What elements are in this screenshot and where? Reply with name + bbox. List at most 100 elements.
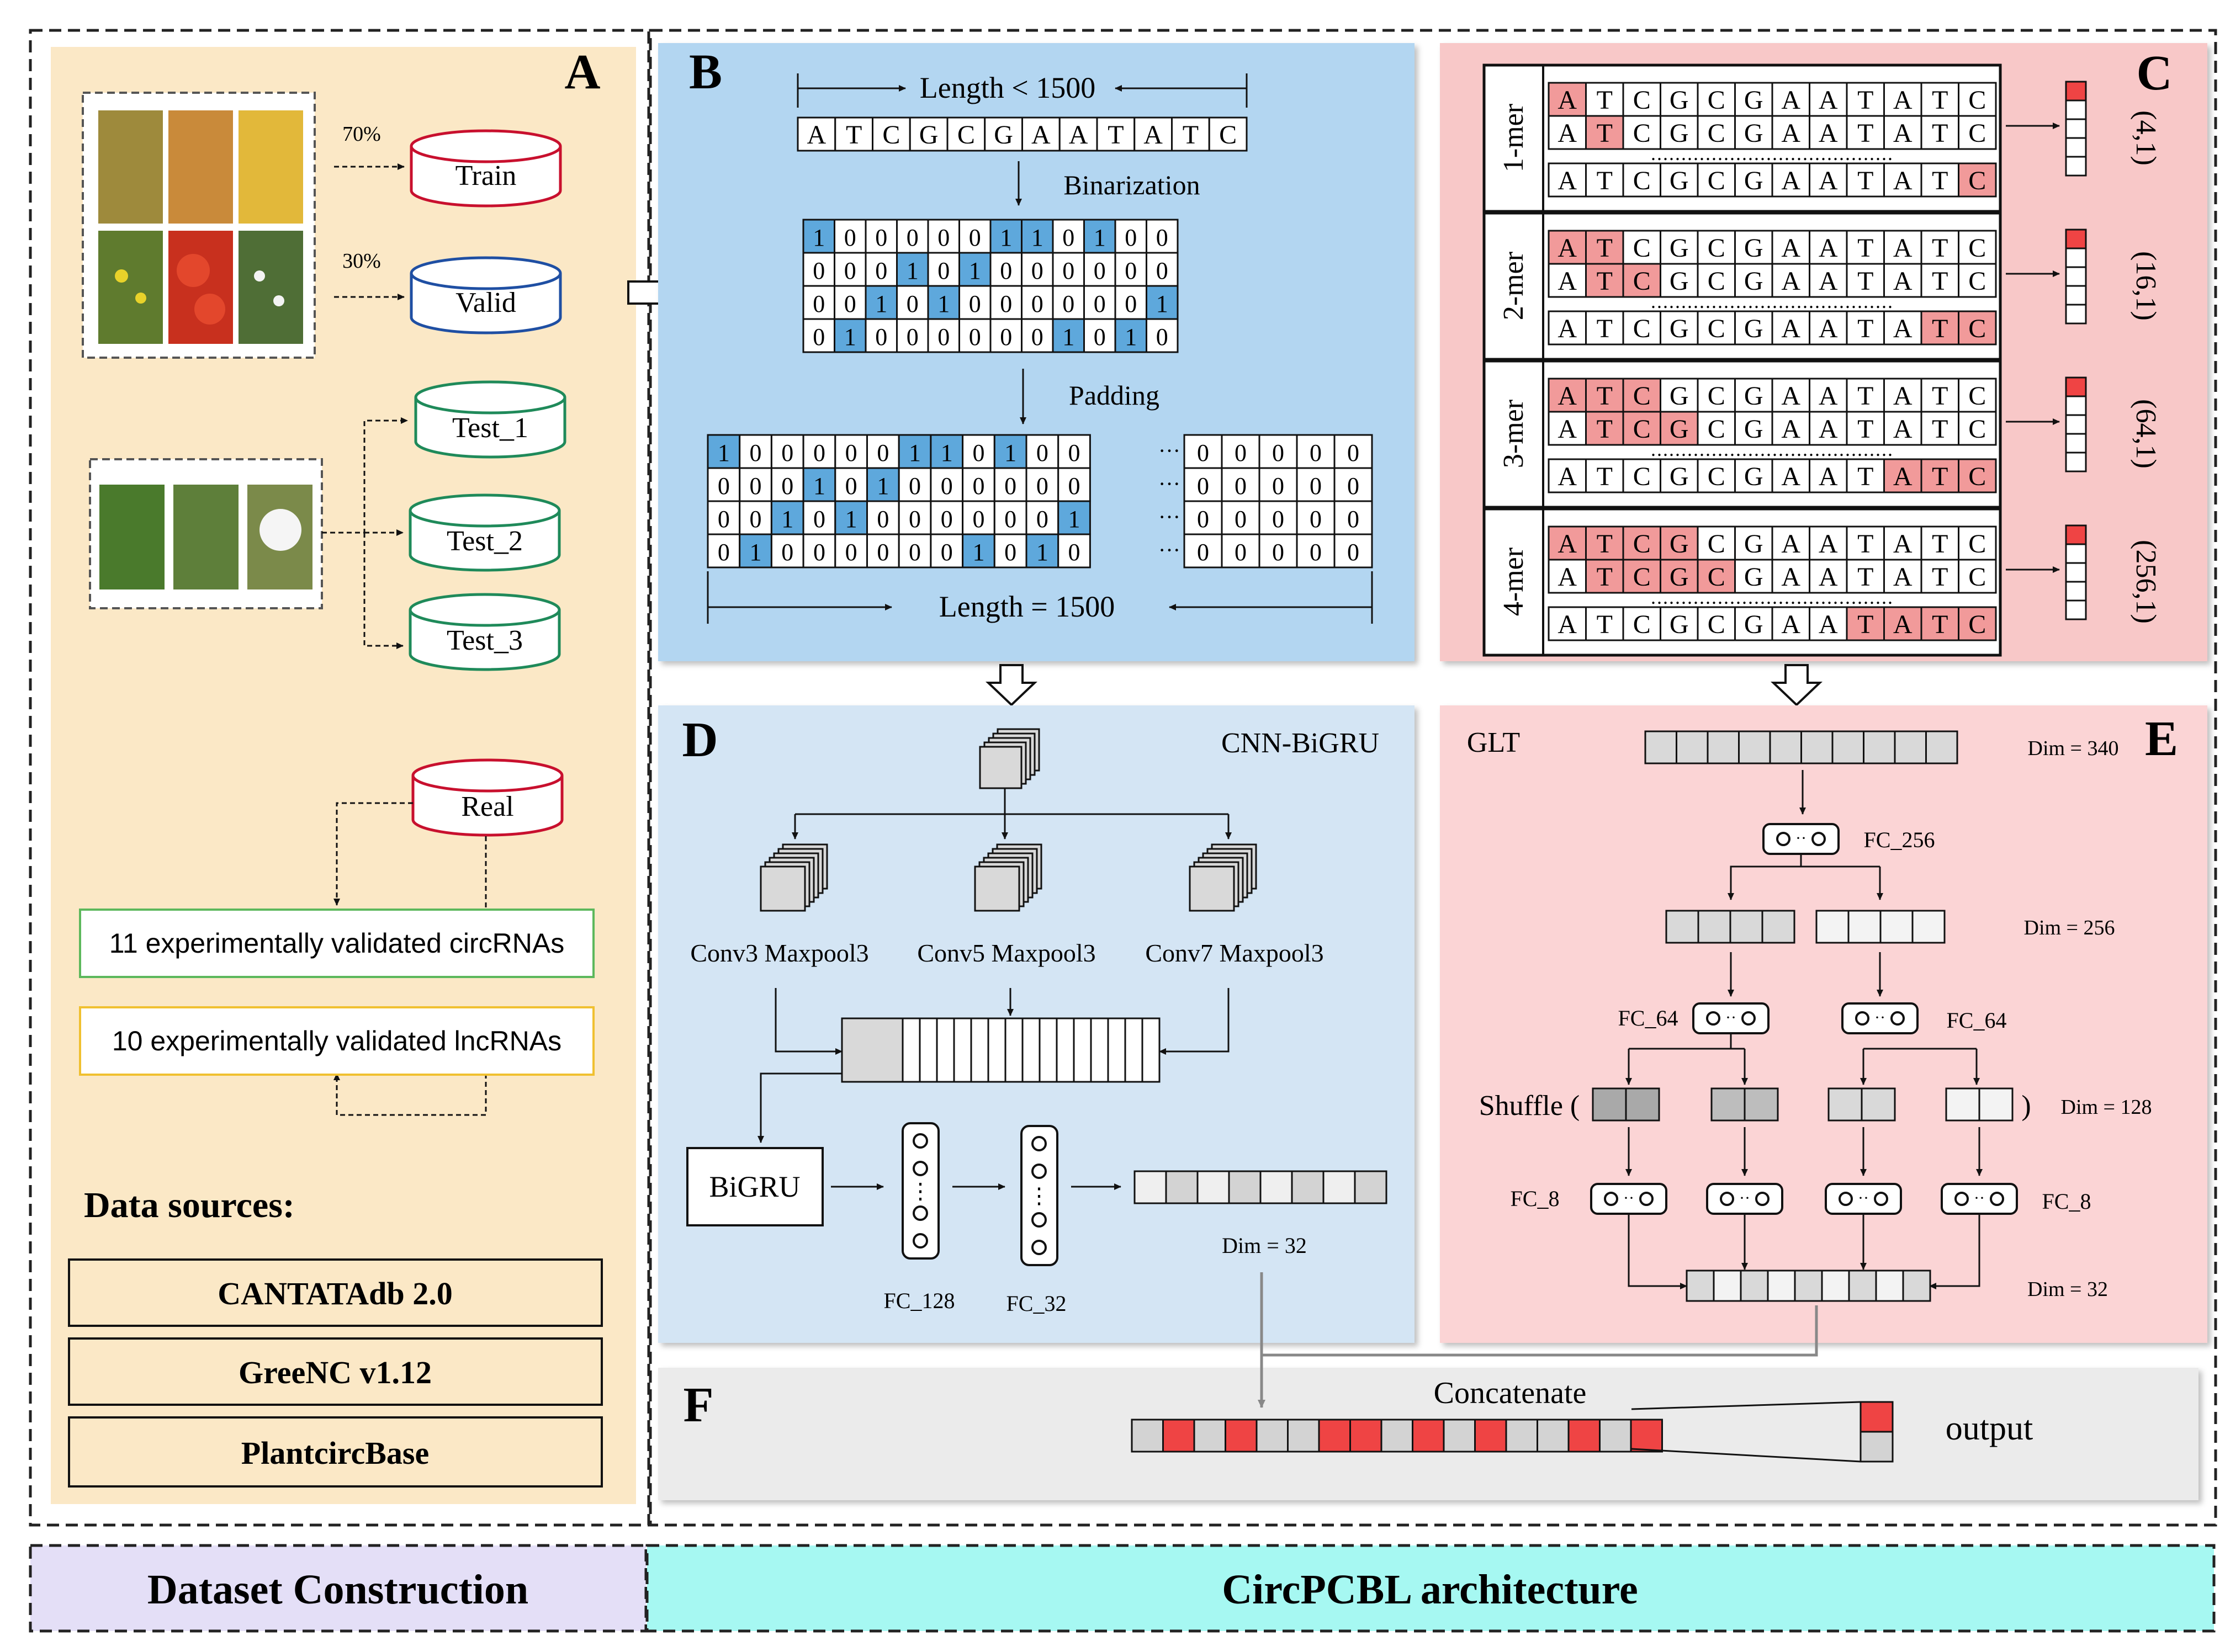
kmer-base-text: C: [1708, 415, 1725, 444]
kmer-base-text: G: [1744, 267, 1763, 296]
kmer-base-text: A: [1819, 233, 1838, 263]
kmer-base: [1622, 263, 1661, 298]
padded-cell-text: 0: [1004, 506, 1016, 533]
padded-cell-text: 0: [1036, 472, 1048, 500]
kmer-base: [1958, 115, 1997, 150]
pad-cell: [1333, 533, 1373, 569]
padded-cell: [962, 533, 995, 569]
cnn-output-cell: [1291, 1170, 1325, 1204]
kmer-base: [1846, 115, 1885, 150]
kmer-vector-cell: [2065, 562, 2087, 583]
onehot-cell: [958, 252, 992, 287]
padded-cell-text: 1: [877, 472, 889, 500]
kmer-base-text: A: [1819, 86, 1838, 115]
concat-cell: [1380, 1419, 1413, 1453]
data-sources-title: Data sources:: [84, 1185, 295, 1225]
circrna-note: 11 experimentally validated circRNAs: [109, 928, 564, 959]
onehot-cell-text: 0: [875, 224, 887, 251]
kmer-base-text: T: [1597, 166, 1613, 195]
kmer-vector-cell: [2065, 266, 2087, 287]
fc-node-dots: ··: [1795, 829, 1807, 847]
padded-cell-text: 0: [750, 439, 762, 466]
cnn-output-cell: [1165, 1170, 1199, 1204]
kmer-base-text: A: [1781, 267, 1800, 296]
source-greenc: GreeNC v1.12: [239, 1354, 432, 1390]
padded-cell: [1057, 434, 1091, 469]
merged-feature-cell: [1141, 1017, 1161, 1083]
kmer-base-text: A: [1781, 314, 1800, 343]
kmer-vector-cell: [2065, 156, 2087, 177]
concat-cell: [1193, 1419, 1226, 1453]
shuffle-label: Shuffle (: [1479, 1090, 1580, 1122]
padded-cell-text: 0: [877, 539, 889, 566]
onehot-cell: [834, 318, 867, 353]
kmer-vector-cell: [2065, 376, 2087, 397]
pad-cell-text: 0: [1347, 439, 1359, 466]
glt-input-cell: [1894, 730, 1927, 764]
onehot-cell: [1021, 318, 1054, 353]
onehot-cell-text: 0: [813, 257, 825, 284]
kmer-base: [1920, 310, 1959, 346]
test3-label: Test_3: [447, 625, 523, 656]
onehot-cell: [1021, 285, 1054, 320]
ellipsis-text: ···: [1158, 538, 1180, 562]
pad-cell: [1333, 434, 1373, 469]
kmer-dots: ........................................: [1651, 290, 1894, 312]
concat-cell: [1287, 1419, 1320, 1453]
sequence-base: [797, 116, 836, 152]
kmer-dim: (4,1): [2130, 110, 2162, 166]
dim340-label: Dim = 340: [2028, 737, 2119, 760]
bigru-box: [686, 1147, 824, 1226]
padded-cell: [930, 533, 964, 569]
kmer-base-text: C: [1968, 415, 1986, 444]
concat-cell: [1225, 1419, 1258, 1453]
fc128-label: FC_128: [884, 1288, 955, 1313]
kmer-base-text: C: [1708, 233, 1725, 263]
test2-label: Test_2: [447, 525, 523, 557]
fc-node: [1841, 1002, 1919, 1034]
kmer-base: [1585, 115, 1624, 150]
glt-output-cell: [1848, 1269, 1877, 1302]
shuffle-group-cell: [1978, 1087, 2014, 1122]
kmer-base-text: T: [1857, 562, 1873, 592]
lncrna-note-box: [79, 1006, 595, 1076]
pad-cell-text: 0: [1347, 506, 1359, 533]
kmer-base-text: C: [1968, 119, 1986, 148]
kmer-base: [1958, 606, 1997, 641]
kmer-base-text: C: [1968, 166, 1986, 195]
onehot-cell-text: 0: [1000, 290, 1012, 317]
kmer-base-text: A: [1558, 562, 1577, 592]
kmer-base: [1585, 263, 1624, 298]
fc64-left-label: FC_64: [1618, 1006, 1678, 1030]
sequence-base: [909, 116, 949, 152]
kmer-base-text: A: [1893, 314, 1913, 343]
fc-node: [1590, 1183, 1667, 1215]
pad-cell-text: 0: [1235, 539, 1247, 566]
kmer-label: 3-mer: [1498, 400, 1529, 468]
sequence-base: [1208, 116, 1248, 152]
kmer-vector-cell: [2065, 285, 2087, 306]
onehot-cell-text: 1: [969, 257, 981, 284]
kmer-base-text: C: [1633, 233, 1651, 263]
concat-cell: [1318, 1419, 1351, 1453]
onehot-cell: [1146, 285, 1179, 320]
cucumber-photo: [99, 485, 165, 589]
kmer-base-text: G: [1744, 562, 1763, 592]
kmer-base: [1920, 230, 1959, 265]
valid-database: Valid: [410, 256, 562, 334]
pad-cell-text: 0: [1197, 539, 1209, 566]
glt-output-cell: [1767, 1269, 1796, 1302]
feature-map-layer: [760, 865, 806, 912]
kmer-vector-cell: [2065, 81, 2087, 102]
panel-e-background: [1440, 705, 2207, 1343]
panel-a: A 70% 30% Train Valid: [51, 45, 636, 1504]
merged-feature-cell: [1090, 1017, 1109, 1083]
kmer-dim: (16,1): [2130, 251, 2162, 321]
panel-f: F Concatenate output: [658, 1368, 2198, 1500]
pad-cell-text: 0: [1235, 439, 1247, 466]
kmer-base-text: T: [1932, 381, 1948, 411]
kmer-base-text: T: [1932, 267, 1948, 296]
kmer-dim: (256,1): [2130, 540, 2162, 624]
shuffle-group-cell: [1861, 1087, 1896, 1122]
